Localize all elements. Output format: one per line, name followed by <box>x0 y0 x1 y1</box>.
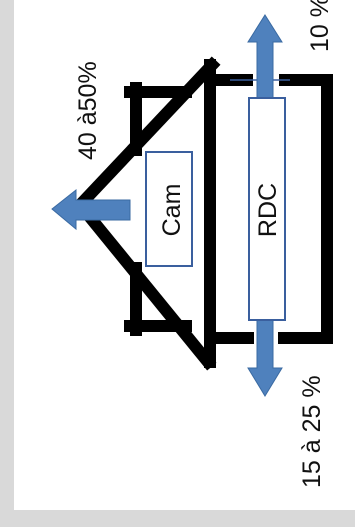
roof-heat-arrow <box>51 188 131 231</box>
house-outline <box>71 56 333 371</box>
roof-loss-label: 40 à50% <box>74 61 102 160</box>
ground-floor-box <box>248 97 286 321</box>
attic-room-box <box>145 151 193 267</box>
ground-loss-label: 15 à 25 % <box>298 375 326 488</box>
arrow-down-head <box>247 317 283 397</box>
arrow-up-head <box>247 14 283 101</box>
ground-floor-label: RDC <box>254 183 282 237</box>
top-wall-loss-label: 10 % <box>306 0 334 52</box>
attic-room-label: Cam <box>158 184 186 237</box>
roof-line-lower <box>71 196 217 371</box>
attic-room: Cam <box>145 151 193 267</box>
ground-floor-room: RDC <box>248 97 286 321</box>
